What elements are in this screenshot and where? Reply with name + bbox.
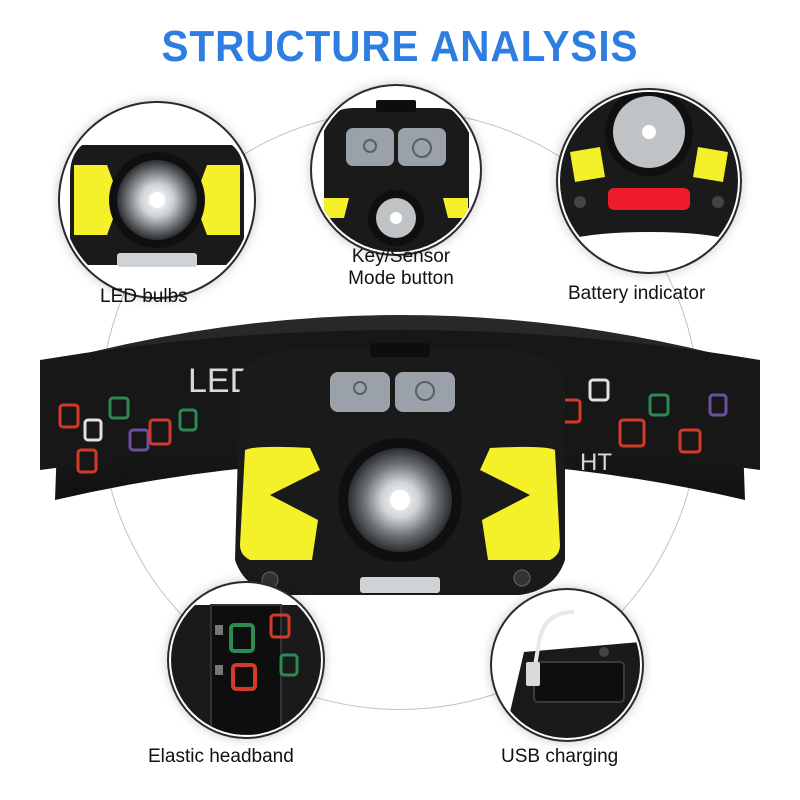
- label-key-sensor-line2: Mode button: [348, 268, 454, 289]
- cob-led-left: [240, 446, 320, 560]
- label-key-sensor-line1: Key/Sensor: [351, 246, 451, 267]
- callout-elastic-headband: [171, 585, 321, 735]
- callout-battery-indicator: [560, 92, 738, 270]
- band-text-right: HT: [580, 449, 612, 476]
- label-key-sensor: Key/Sensor Mode button: [316, 246, 486, 290]
- headband-pattern: [58, 378, 728, 474]
- battery-indicator-strip: [360, 577, 440, 593]
- callout-usb-charging: [494, 592, 640, 738]
- label-usb-charging: USB charging: [501, 746, 619, 767]
- callout-key-sensor: [314, 88, 478, 252]
- label-led-bulbs: LED bulbs: [100, 286, 188, 307]
- cob-led-right: [480, 446, 560, 560]
- mode-button: [395, 372, 455, 412]
- callout-led-bulbs: [62, 105, 252, 295]
- label-elastic-headband: Elastic headband: [148, 746, 294, 767]
- lamp-top-clip: [370, 343, 430, 357]
- label-battery-indicator: Battery indicator: [568, 283, 706, 304]
- page-title: STRUCTURE ANALYSIS: [161, 22, 639, 71]
- sensor-button: [330, 372, 390, 412]
